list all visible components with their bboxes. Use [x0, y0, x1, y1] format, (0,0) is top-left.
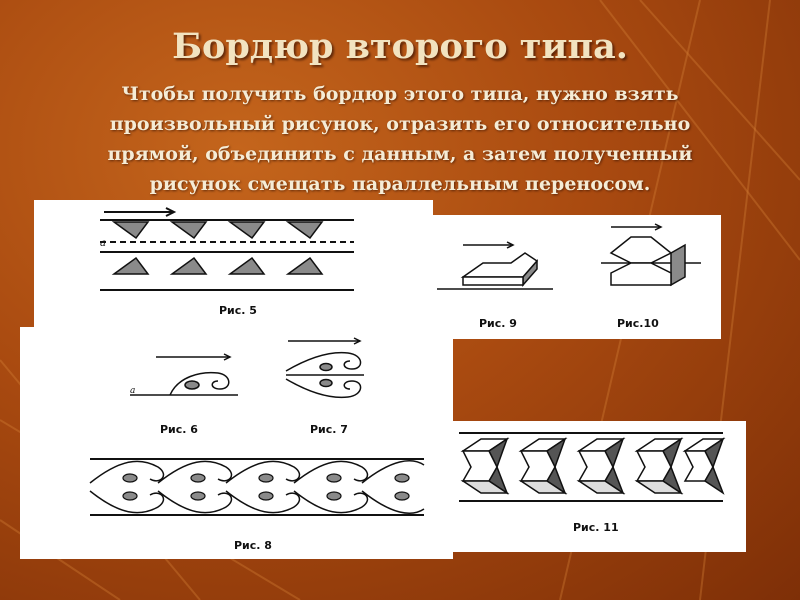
figures-6-7-8-panel: a Рис. 6 Рис. 7: [20, 327, 453, 559]
figure-11-caption: Рис. 11: [573, 521, 619, 534]
figure-7-caption: Рис. 7: [310, 423, 348, 436]
figure-11-panel: Рис. 11: [453, 421, 746, 552]
figure-10-caption: Рис.10: [617, 317, 659, 330]
figure-5-panel: a Рис. 5: [34, 200, 433, 328]
figure-5-caption: Рис. 5: [219, 304, 257, 317]
figures-9-10-panel: Рис. 9 Рис.10: [433, 215, 721, 339]
figure-6-axis-label: a: [130, 386, 135, 396]
figures-6-7-8: a Рис. 6 Рис. 7: [89, 337, 425, 552]
figure-5-axis-label: a: [100, 238, 106, 249]
figure-11: Рис. 11: [459, 432, 726, 534]
slide-description: Чтобы получить бордюр этого типа, нужно …: [107, 83, 693, 195]
figure-6-caption: Рис. 6: [160, 423, 198, 436]
figure-8-caption: Рис. 8: [234, 539, 272, 552]
figures-9-10: Рис. 9 Рис.10: [437, 223, 701, 330]
figure-9-caption: Рис. 9: [479, 317, 517, 330]
figure-5: a Рис. 5: [100, 207, 354, 317]
slide-title: Бордюр второго типа.: [172, 26, 628, 67]
